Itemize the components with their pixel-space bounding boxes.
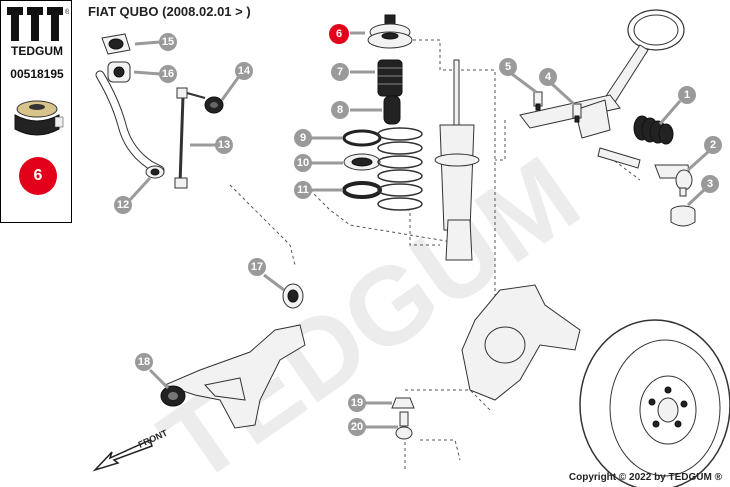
highlight-badge: 6 xyxy=(19,157,57,195)
callout-leaders xyxy=(126,31,710,429)
svg-text:16: 16 xyxy=(162,68,174,80)
front-direction-arrow: FRONT xyxy=(92,427,170,472)
stud-5 xyxy=(533,91,543,111)
coil-spring xyxy=(377,127,423,211)
stabilizer-bar xyxy=(95,70,165,175)
callout-9[interactable]: 9 xyxy=(294,129,312,147)
bushing-3 xyxy=(670,205,696,227)
lower-control-arm xyxy=(163,324,306,429)
callout-16[interactable]: 16 xyxy=(159,65,177,83)
svg-text:17: 17 xyxy=(251,261,263,273)
svg-text:14: 14 xyxy=(238,65,251,77)
arm-bushing-17 xyxy=(282,283,304,309)
strut-top-mount-6 xyxy=(367,14,413,49)
stud-4 xyxy=(572,103,582,123)
callout-10[interactable]: 10 xyxy=(294,154,312,172)
tedgum-logo: ® TEDGUM xyxy=(7,7,69,58)
arm-bushing-18 xyxy=(160,385,186,407)
bearing-9 xyxy=(342,129,382,147)
bushing-14 xyxy=(204,96,224,114)
bushing-12 xyxy=(145,165,165,179)
shock-absorber xyxy=(434,59,480,261)
bearing-10 xyxy=(343,153,381,171)
stabilizer-bushing-16 xyxy=(107,61,131,83)
callout-3[interactable]: 3 xyxy=(701,175,719,193)
svg-text:15: 15 xyxy=(162,36,174,48)
dust-boot-7 xyxy=(377,59,403,97)
svg-text:2: 2 xyxy=(710,139,716,151)
part-thumbnail xyxy=(14,100,64,136)
clamp-15 xyxy=(101,33,131,55)
copyright-text: Copyright © 2022 by TEDGUM ® xyxy=(568,472,722,483)
callout-14[interactable]: 14 xyxy=(235,62,253,80)
svg-text:6: 6 xyxy=(336,28,342,40)
part-number: 00518195 xyxy=(10,67,64,81)
svg-text:9: 9 xyxy=(300,132,306,144)
front-label: FRONT xyxy=(137,427,170,449)
bump-stop-8 xyxy=(383,95,401,125)
wheel xyxy=(579,319,730,487)
svg-text:3: 3 xyxy=(707,178,713,190)
svg-text:5: 5 xyxy=(505,61,511,73)
callout-13[interactable]: 13 xyxy=(215,136,233,154)
steering-knuckle xyxy=(461,284,581,401)
callout-11[interactable]: 11 xyxy=(294,181,312,199)
part-info-panel: ® TEDGUM 00518195 6 xyxy=(0,0,72,223)
svg-text:7: 7 xyxy=(337,66,343,78)
callout-1[interactable]: 1 xyxy=(678,86,696,104)
callout-17[interactable]: 17 xyxy=(248,258,266,276)
callout-2[interactable]: 2 xyxy=(704,136,722,154)
svg-text:12: 12 xyxy=(117,199,129,211)
steering-rack xyxy=(519,9,685,169)
callout-4[interactable]: 4 xyxy=(539,68,557,86)
svg-text:18: 18 xyxy=(138,356,150,368)
registered-mark: ® xyxy=(65,8,69,16)
callout-15[interactable]: 15 xyxy=(159,33,177,51)
svg-text:10: 10 xyxy=(297,157,309,169)
callout-18[interactable]: 18 xyxy=(135,353,153,371)
svg-text:1: 1 xyxy=(684,89,690,101)
callout-6-highlight[interactable]: 6 xyxy=(329,24,349,44)
callout-19[interactable]: 19 xyxy=(348,394,366,412)
bearing-11 xyxy=(342,181,382,199)
vehicle-title: FIAT QUBO (2008.02.01 > ) xyxy=(88,4,251,19)
callout-5[interactable]: 5 xyxy=(499,58,517,76)
ball-joint-20 xyxy=(395,411,413,440)
stabilizer-link-13 xyxy=(174,87,206,189)
tie-rod-end-2 xyxy=(654,164,693,197)
callout-12[interactable]: 12 xyxy=(114,196,132,214)
svg-text:8: 8 xyxy=(337,104,343,116)
svg-text:4: 4 xyxy=(545,71,552,83)
callout-20[interactable]: 20 xyxy=(348,418,366,436)
svg-text:20: 20 xyxy=(351,421,363,433)
brand-name: TEDGUM xyxy=(11,44,63,58)
svg-text:19: 19 xyxy=(351,397,363,409)
steering-boot-1 xyxy=(633,115,674,145)
svg-text:11: 11 xyxy=(297,184,309,196)
svg-text:13: 13 xyxy=(218,139,230,151)
callout-8[interactable]: 8 xyxy=(331,101,349,119)
callout-7[interactable]: 7 xyxy=(331,63,349,81)
ball-joint-cap-19 xyxy=(391,397,415,409)
